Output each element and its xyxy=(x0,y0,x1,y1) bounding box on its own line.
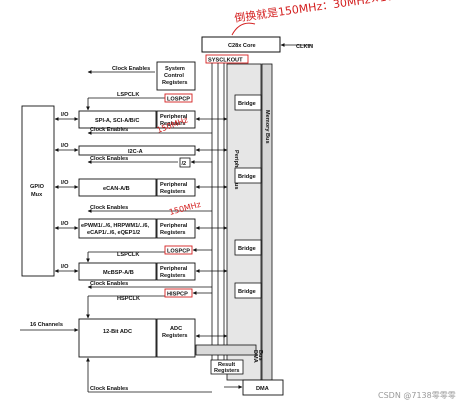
peripheral-bus xyxy=(226,63,262,381)
i2c-io-label: I/O xyxy=(61,143,69,149)
dma-label: DMA xyxy=(256,386,269,392)
mcbsp-reg-line2: Registers xyxy=(160,273,186,279)
ecan-reg-line2: Registers xyxy=(160,189,186,195)
clock-enables-label-top: Clock Enables xyxy=(112,66,150,72)
sysclkout-label: SYSCLKOUT xyxy=(208,58,243,64)
adc-label: 12-Bit ADC xyxy=(103,329,132,335)
bridge-2 xyxy=(234,167,262,184)
annotation-arrow-scribble xyxy=(231,22,256,36)
system-control-line3: Registers xyxy=(162,80,188,86)
spi-sci-registers xyxy=(156,110,196,129)
clkin-label: CLKIN xyxy=(296,44,313,50)
bridge-3-label: Bridge xyxy=(238,246,256,252)
dma-bus-line2: Bus xyxy=(257,350,263,361)
adc-reg-line2: Registers xyxy=(162,333,188,339)
hspclk-label: HSPCLK xyxy=(117,296,140,302)
epwm-line1: ePWM1/../6, HRPWM1/../6, xyxy=(81,223,150,229)
lspclk-2-label: LSPCLK xyxy=(117,252,139,258)
mcbsp-io-label: I/O xyxy=(61,264,69,270)
ecan-label: eCAN-A/B xyxy=(103,186,130,192)
lspclk-1-label: LSPCLK xyxy=(117,92,139,98)
dma-bus-line1: DMA xyxy=(252,350,258,363)
system-control-block xyxy=(156,61,196,91)
result-line2: Registers xyxy=(214,368,240,374)
adc-reg-line1: ADC xyxy=(170,326,182,332)
epwm-reg-line1: Peripheral xyxy=(160,223,188,229)
spi-sci-label: SPI-A, SCI-A/B/C xyxy=(95,118,139,124)
lospcp-1-box xyxy=(164,93,193,103)
system-control-line1: System xyxy=(165,66,185,72)
bridge-1 xyxy=(234,94,262,111)
div2-box xyxy=(179,157,191,168)
dma-block xyxy=(242,379,284,396)
result-line1: Result xyxy=(218,362,235,368)
spi-sci-reg-line1: Peripheral xyxy=(160,114,188,120)
sysclkout-box xyxy=(205,54,249,64)
hispcp-box xyxy=(164,288,193,298)
lospcp-2-box xyxy=(164,245,193,255)
adc-block xyxy=(78,318,157,358)
channels-label: 16 Channels xyxy=(30,322,63,328)
gpio-mux-line2: Mux xyxy=(31,192,43,198)
result-registers xyxy=(210,359,244,375)
clock-enables-label-2: Clock Enables xyxy=(90,127,128,133)
hispcp-label: HISPCP xyxy=(167,292,188,298)
ecan-registers xyxy=(156,178,196,197)
gpio-mux-line1: GPIO xyxy=(30,184,45,190)
mcbsp-registers xyxy=(156,262,196,281)
mcbsp-block xyxy=(78,262,157,281)
gpio-mux xyxy=(21,105,55,277)
i2c-block xyxy=(78,145,196,156)
mcbsp-label: McBSP-A/B xyxy=(103,270,134,276)
clock-enables-label-4: Clock Enables xyxy=(90,205,128,211)
bridge-1-label: Bridge xyxy=(238,101,256,107)
spi-sci-io-label: I/O xyxy=(61,112,69,118)
i2c-label: I2C-A xyxy=(128,149,143,155)
dma-bus xyxy=(195,344,257,356)
spi-sci-reg-line2: Registers xyxy=(160,121,186,127)
memory-bus-label: Memory Bus xyxy=(264,110,270,144)
system-control-line2: Control xyxy=(164,73,184,79)
epwm-registers xyxy=(156,218,196,239)
lospcp-1-label: LOSPCP xyxy=(167,97,190,103)
adc-registers xyxy=(156,318,196,358)
spi-sci-block xyxy=(78,110,157,129)
bridge-4 xyxy=(234,282,262,299)
bridge-4-label: Bridge xyxy=(238,289,256,295)
clock-enables-label-bottom: Clock Enables xyxy=(90,386,128,392)
clock-enables-label-5: Clock Enables xyxy=(90,281,128,287)
mcbsp-reg-line1: Peripheral xyxy=(160,266,188,272)
epwm-block xyxy=(78,218,157,239)
note-150-b: 150MHz xyxy=(168,200,202,217)
epwm-line2: eCAP1/../6, eQEP1/2 xyxy=(87,230,140,236)
div2-label: /2 xyxy=(182,161,187,167)
epwm-reg-line2: Registers xyxy=(160,230,186,236)
note-top: 倒换就是150MHz：30MHz×10÷2 = 150MHz xyxy=(233,0,470,25)
bridge-3 xyxy=(234,239,262,256)
ecan-block xyxy=(78,178,157,197)
lospcp-2-label: LOSPCP xyxy=(167,249,190,255)
bridge-2-label: Bridge xyxy=(238,174,256,180)
ecan-io-label: I/O xyxy=(61,180,69,186)
clock-enables-label-3: Clock Enables xyxy=(90,156,128,162)
epwm-io-label: I/O xyxy=(61,221,69,227)
watermark: CSDN @7138零零零 xyxy=(378,391,456,400)
core-label: C28x Core xyxy=(228,43,256,49)
core-block xyxy=(201,36,281,53)
ecan-reg-line1: Peripheral xyxy=(160,182,188,188)
